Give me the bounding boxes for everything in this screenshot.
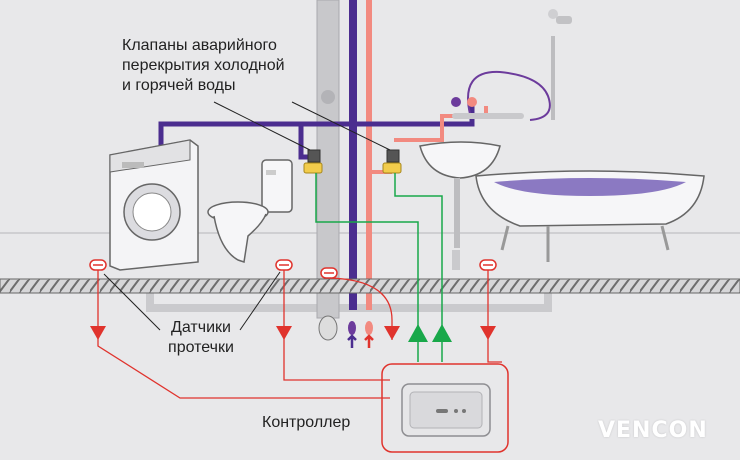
brand-logo: VENCON (598, 418, 708, 443)
leak-sensor-4 (479, 259, 497, 271)
hot-water-riser (366, 0, 372, 310)
bathtub (475, 170, 705, 262)
leak-sensor-1 (89, 259, 107, 271)
valves-label-line-2: перекрытия холодной (122, 57, 285, 74)
shower-set (451, 9, 572, 121)
label-pointers (103, 101, 391, 331)
leak-sensor-3 (320, 267, 338, 279)
controller-unit (401, 383, 491, 437)
valves-label-line-3: и горячей воды (122, 77, 236, 94)
valves-label: Клапаны аварийного перекрытия холодной и… (122, 36, 342, 96)
hot-water-shutoff-valve (382, 149, 402, 174)
leak-sensor-2 (275, 259, 293, 271)
sensor-arrows (90, 326, 496, 340)
cold-water-shutoff-valve (303, 149, 323, 174)
sensors-label-line-2: протечки (168, 339, 234, 356)
cold-water-branches (158, 104, 475, 160)
leak-sensors (89, 259, 497, 279)
riser-cleanout (321, 90, 335, 104)
sensors-label-line-1: Датчики (171, 319, 231, 336)
controller-label: Контроллер (262, 414, 351, 431)
valves-label-line-1: Клапаны аварийного (122, 37, 277, 54)
sensor-signal-lines (97, 270, 502, 399)
sensors-label: Датчики протечки (158, 318, 244, 358)
washbasin (419, 141, 501, 248)
washing-machine (109, 139, 199, 271)
controller-zone (381, 363, 509, 453)
pipe-ends (318, 315, 374, 348)
valve-control-arrows (408, 324, 452, 342)
cold-water-riser (349, 0, 357, 310)
toilet (207, 159, 293, 263)
valve-control-lines (315, 173, 443, 362)
